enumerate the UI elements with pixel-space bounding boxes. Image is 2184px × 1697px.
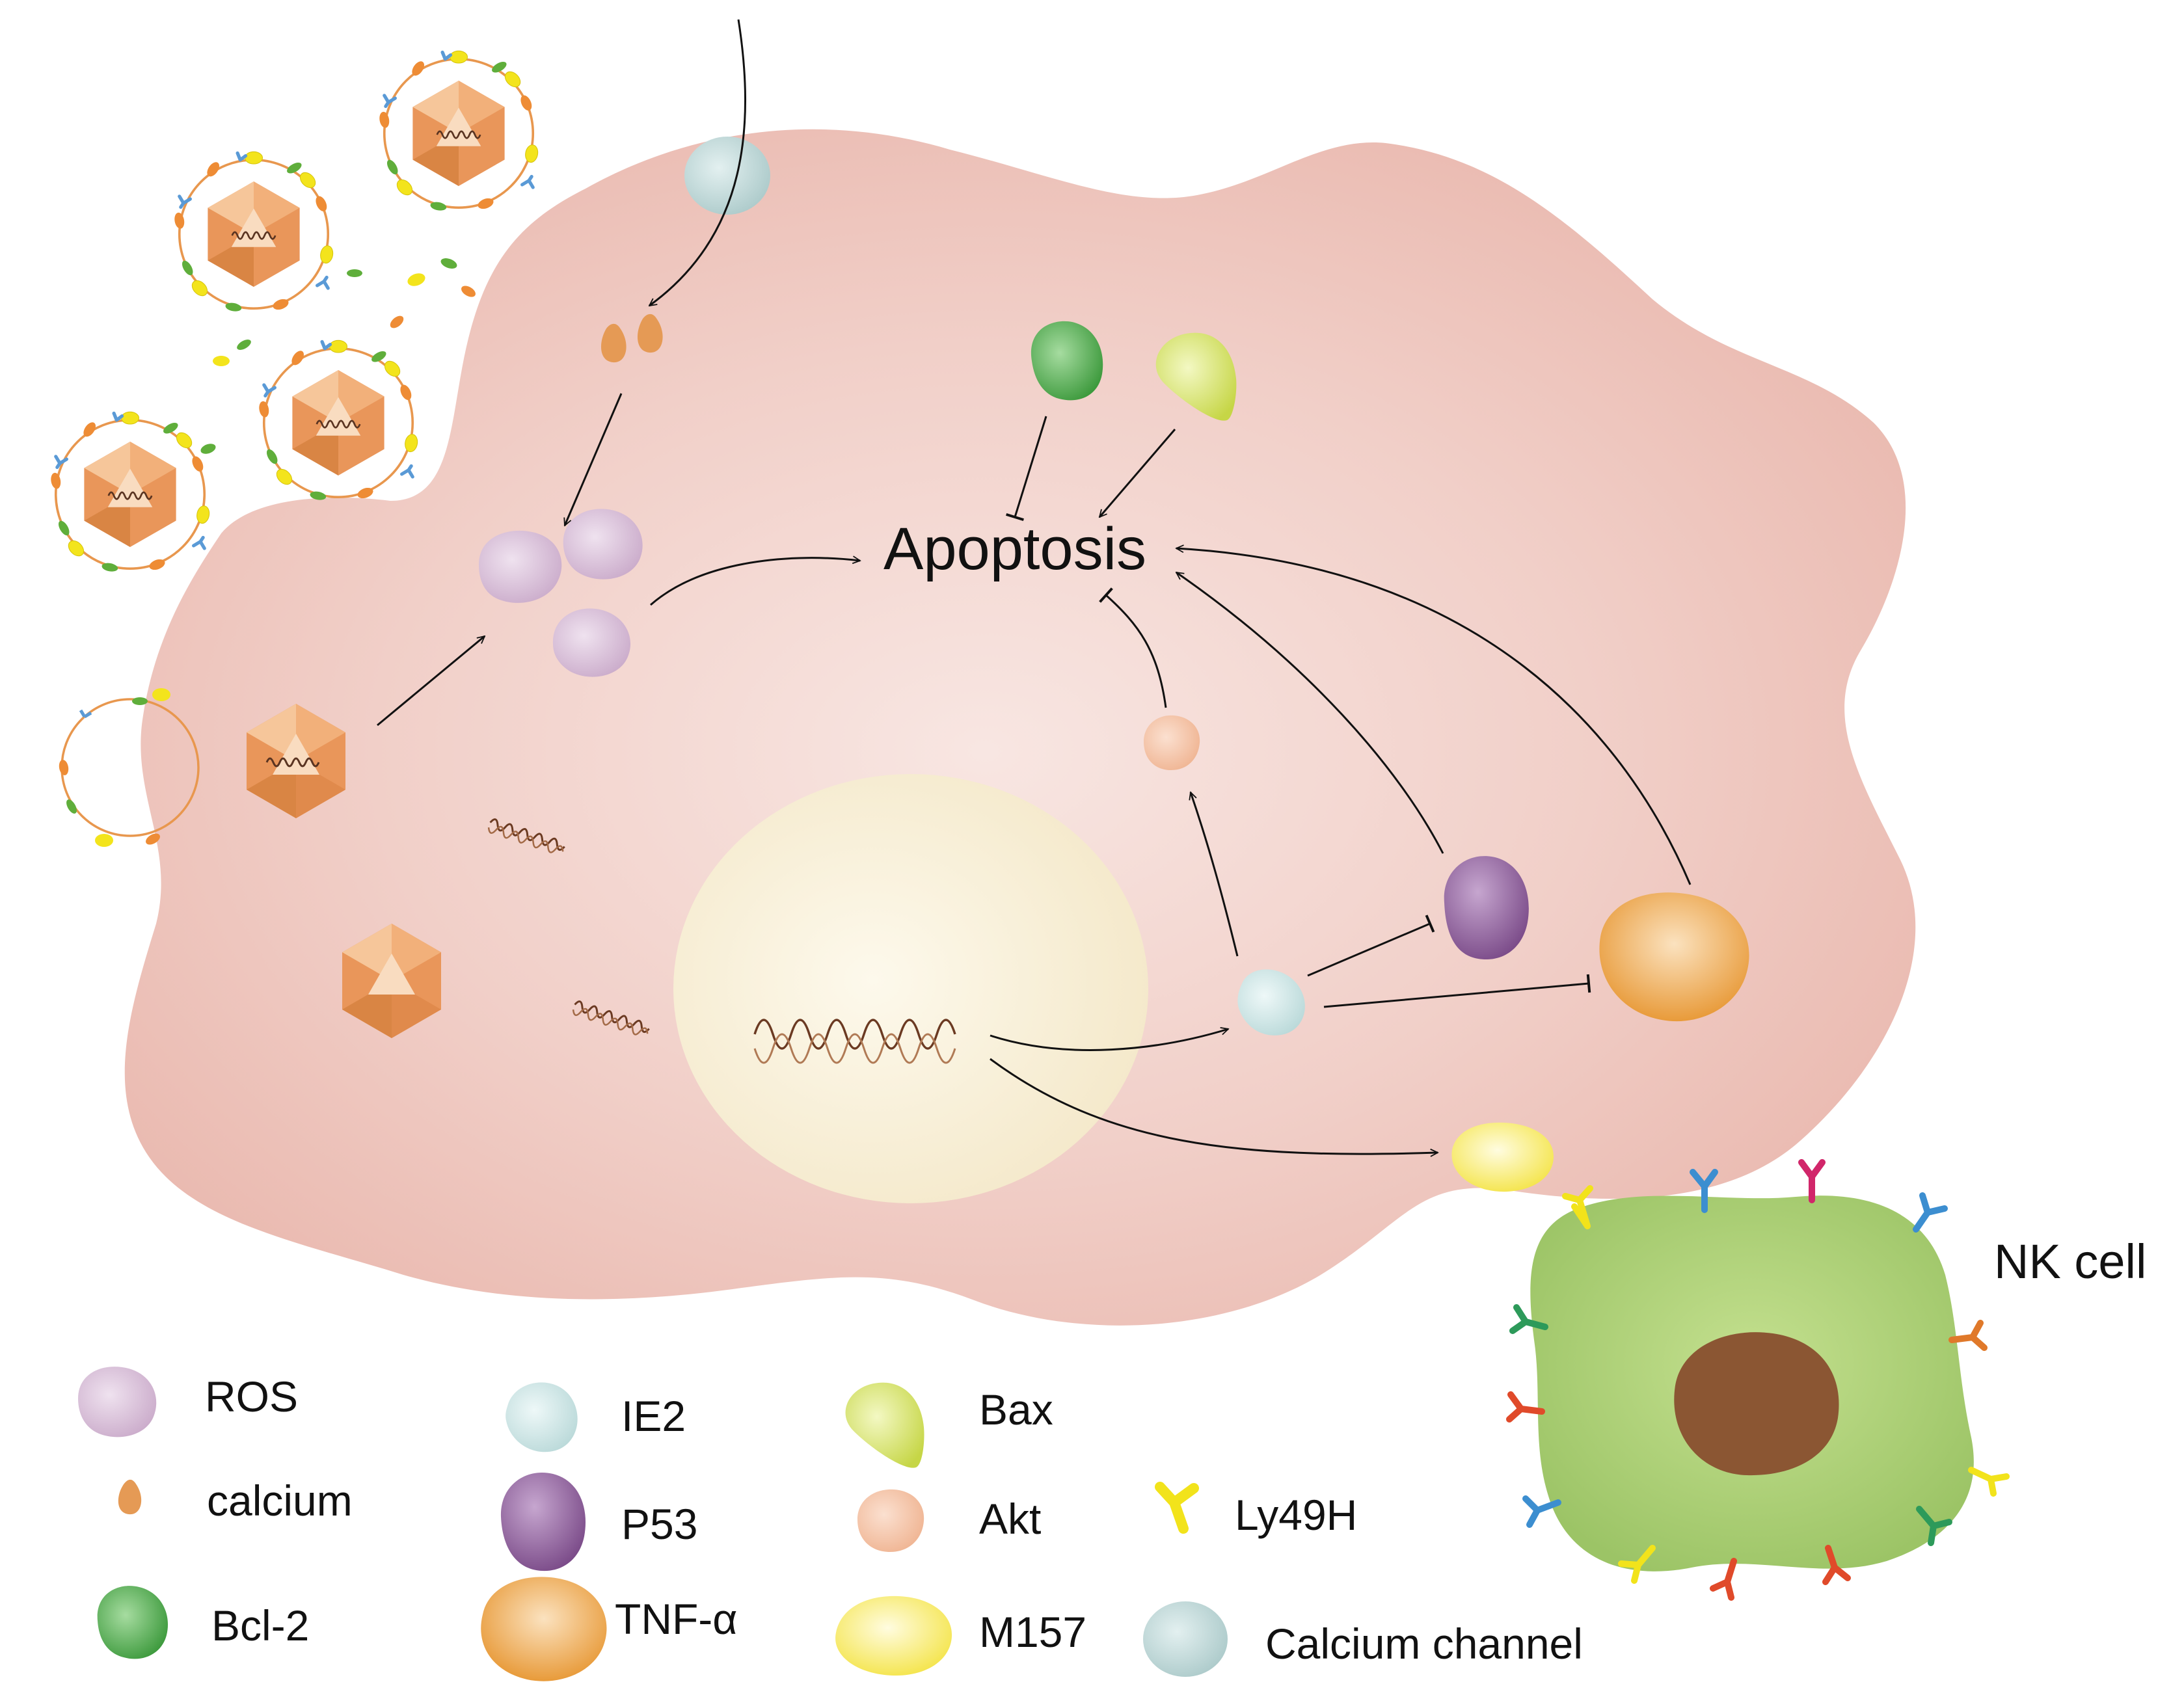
calcium-legend-swatch [118, 1479, 142, 1515]
ie2-to-akt-arrow [1191, 792, 1239, 957]
legend-item-calcium: calcium [118, 1477, 353, 1525]
virion [49, 412, 210, 572]
ie2-legend-swatch [506, 1382, 578, 1452]
legend-label-bcl2: Bcl-2 [211, 1601, 309, 1650]
legend: ROS calcium Bcl-2 IE2 P53 TNF-α Bax Akt [78, 1367, 1583, 1681]
virion [258, 340, 418, 501]
host-cell [124, 129, 1916, 1326]
ie2-inhibits-p53 [1307, 915, 1435, 977]
legend-item-tnfa: TNF-α [481, 1577, 737, 1681]
legend-item-ros: ROS [78, 1367, 298, 1437]
bcl2-inhibits-apoptosis [1006, 416, 1047, 522]
bax-protein [1155, 332, 1237, 421]
bax-to-apoptosis-arrow [1099, 429, 1176, 517]
legend-label-ros: ROS [205, 1372, 298, 1421]
ie2-inhibits-tnfa [1323, 974, 1591, 1008]
calcium-influx-arrow [649, 19, 747, 307]
nk-receptors [1506, 1159, 2010, 1601]
p53-legend-swatch [500, 1472, 586, 1571]
apoptosis-label: Apoptosis [883, 516, 1146, 582]
nk-cell [1530, 1196, 1974, 1571]
akt-protein [1144, 715, 1200, 770]
calcium-ions [600, 314, 663, 363]
pathway-arrows [377, 19, 1692, 1154]
tnfa-legend-swatch [481, 1577, 607, 1681]
legend-item-ie2: IE2 [506, 1382, 686, 1452]
legend-item-p53: P53 [500, 1472, 697, 1571]
tnfa-to-apoptosis-arrow [1176, 548, 1692, 885]
legend-item-bcl2: Bcl-2 [97, 1586, 309, 1659]
legend-item-calcium-channel: Calcium channel [1143, 1601, 1583, 1677]
scattered-envelope-proteins [200, 258, 476, 454]
dna-to-ie2-arrow [990, 1029, 1228, 1051]
calcium-to-ros-arrow [565, 393, 623, 526]
ros-legend-swatch [78, 1367, 157, 1437]
m157-protein [1451, 1122, 1554, 1192]
p53-to-apoptosis-arrow [1176, 571, 1444, 854]
ly49h-legend-swatch [1155, 1482, 1199, 1534]
akt-inhibits-apoptosis [1099, 587, 1167, 708]
legend-item-m157: M157 [835, 1596, 1086, 1676]
nk-nucleus [1674, 1332, 1839, 1476]
bax-legend-swatch [845, 1382, 924, 1468]
legend-item-akt: Akt [857, 1489, 1041, 1552]
virion [173, 152, 334, 312]
legend-label-p53: P53 [621, 1500, 697, 1548]
ros-cluster [479, 509, 643, 677]
legend-label-m157: M157 [979, 1608, 1086, 1656]
virion [378, 51, 539, 211]
legend-label-bax: Bax [979, 1385, 1053, 1434]
calcium-channel [684, 137, 770, 215]
legend-item-ly49h: Ly49H [1155, 1482, 1357, 1539]
legend-label-akt: Akt [979, 1495, 1041, 1543]
p53-protein [1444, 856, 1529, 960]
dna-to-m157-arrow [990, 1058, 1438, 1154]
calcium-channel-legend-swatch [1143, 1601, 1228, 1677]
legend-label-calcium: calcium [207, 1477, 353, 1525]
akt-legend-swatch [857, 1489, 924, 1552]
nk-cell-label: NK cell [1994, 1235, 2146, 1289]
virion-to-ros-arrow [377, 636, 485, 727]
legend-label-ly49h: Ly49H [1235, 1491, 1357, 1539]
legend-label-tnfa: TNF-α [615, 1595, 737, 1643]
ie2-protein [1237, 969, 1305, 1036]
tnfa-protein [1599, 892, 1749, 1022]
legend-item-bax: Bax [845, 1382, 1053, 1468]
empty-viral-envelope [59, 688, 200, 847]
ros-to-apoptosis-arrow [650, 558, 860, 606]
nuclear-viral-dna [753, 1019, 956, 1064]
legend-label-calcium-channel: Calcium channel [1265, 1620, 1583, 1668]
intracellular-capsid [247, 704, 345, 818]
legend-label-ie2: IE2 [621, 1392, 686, 1440]
bcl2-protein [1031, 321, 1103, 401]
nucleus [673, 774, 1148, 1203]
bcl2-legend-swatch [97, 1586, 169, 1659]
m157-legend-swatch [835, 1596, 952, 1676]
